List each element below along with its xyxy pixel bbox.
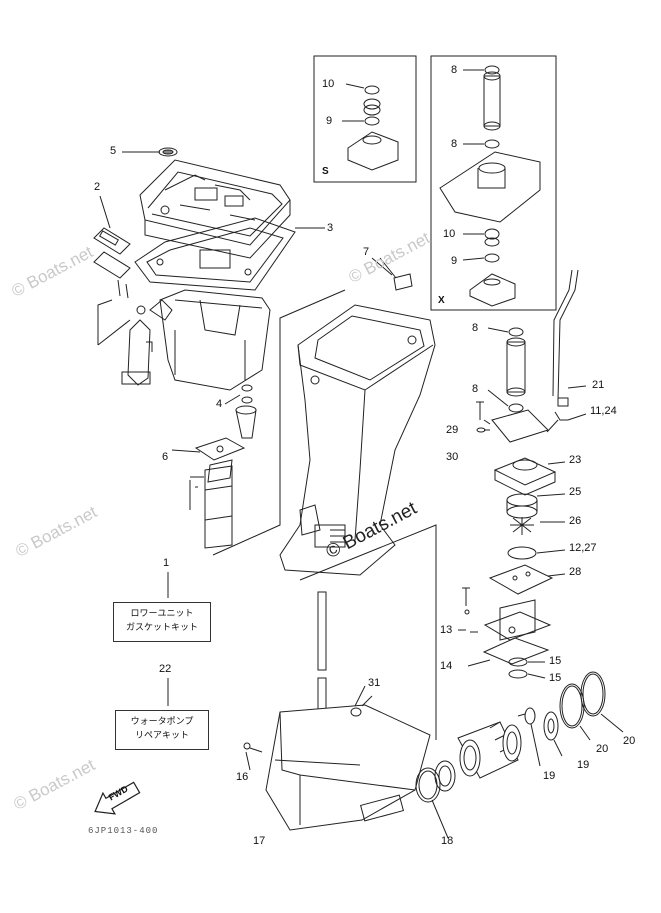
inset-s-frame <box>313 55 417 183</box>
callout-15-b: 15 <box>549 672 562 684</box>
callout-17: 17 <box>253 835 266 847</box>
inset-x-parts <box>439 65 541 307</box>
callout-7: 7 <box>363 246 370 258</box>
gasket-kit-line1: ロワーユニット <box>130 609 194 619</box>
drive-shaft-housing <box>279 304 436 576</box>
callout-30: 30 <box>446 451 459 463</box>
callout-1: 1 <box>163 557 170 569</box>
callout-19-a: 19 <box>543 770 556 782</box>
upper-casing <box>136 289 271 391</box>
callout-19-b: 19 <box>577 759 590 771</box>
callout-18: 18 <box>441 835 454 847</box>
callout-8-x-mid: 8 <box>451 138 458 150</box>
callout-8-lower: 8 <box>472 383 479 395</box>
gasket-3 <box>134 217 296 291</box>
callout-20-b: 20 <box>623 735 636 747</box>
upper-legs <box>121 319 233 549</box>
callout-8-x-top: 8 <box>451 64 458 76</box>
gasket-kit-line2: ガスケットキット <box>125 623 198 633</box>
callout-2: 2 <box>94 181 101 193</box>
callout-14: 14 <box>440 660 453 672</box>
callout-31: 31 <box>368 677 381 689</box>
part-6 <box>194 437 246 483</box>
part-31 <box>350 707 362 717</box>
callout-10-s: 10 <box>322 78 335 90</box>
leader-lines <box>99 69 624 839</box>
parts-19-20 <box>517 671 606 741</box>
part-7 <box>379 257 413 291</box>
callout-15-a: 15 <box>549 655 562 667</box>
inset-x-frame <box>430 55 557 311</box>
callout-22: 22 <box>159 663 172 675</box>
inset-s-label: S <box>322 166 329 177</box>
part-4 <box>235 384 257 439</box>
callout-6: 6 <box>162 451 169 463</box>
water-pump-kit-line1: ウォータポンプ <box>130 717 194 727</box>
upper-casing-cover <box>139 147 291 259</box>
drawing-code: 6JP1013-400 <box>88 826 159 836</box>
callout-9-s: 9 <box>326 115 333 127</box>
callout-26: 26 <box>569 515 582 527</box>
callout-10-x: 10 <box>443 228 456 240</box>
callout-20-a: 20 <box>596 743 609 755</box>
water-pump-kit-box: ウォータポンプ リペアキット <box>115 710 209 750</box>
callout-3: 3 <box>327 222 334 234</box>
callout-29: 29 <box>446 424 459 436</box>
water-pump-parts <box>462 269 579 679</box>
callout-25: 25 <box>569 486 582 498</box>
callout-28: 28 <box>569 566 582 578</box>
callout-5: 5 <box>110 145 117 157</box>
gasket-2 <box>93 227 131 299</box>
water-pump-kit-line2: リペアキット <box>134 731 189 741</box>
inset-s-parts <box>347 85 399 171</box>
callout-21: 21 <box>592 379 605 391</box>
callout-11-24: 11,24 <box>590 405 617 417</box>
callout-4: 4 <box>216 398 223 410</box>
callout-9-x: 9 <box>451 255 458 267</box>
prop-shaft-housing <box>415 721 522 803</box>
gasket-kit-box: ロワーユニット ガスケットキット <box>113 602 211 642</box>
callout-16: 16 <box>236 771 249 783</box>
inset-x-label: X <box>438 295 445 306</box>
callout-23: 23 <box>569 454 582 466</box>
fwd-arrow <box>94 781 141 815</box>
callout-12-27: 12,27 <box>569 542 597 554</box>
callout-8-upper: 8 <box>472 322 479 334</box>
part-16 <box>243 742 263 753</box>
lower-gear-case <box>265 704 431 831</box>
callout-13: 13 <box>440 624 453 636</box>
